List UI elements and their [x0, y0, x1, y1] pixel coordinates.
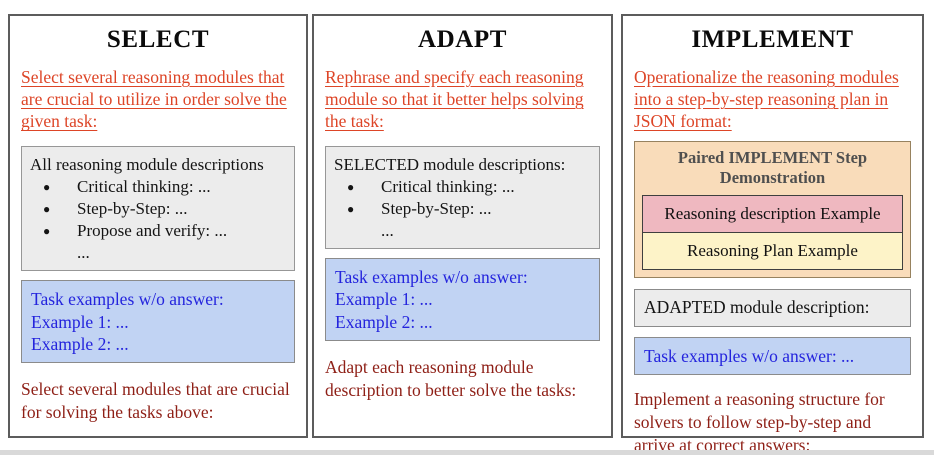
demo-box-title: Paired IMPLEMENT Step Demonstration: [677, 147, 868, 188]
panel-implement: IMPLEMENT Operationalize the reasoning m…: [621, 14, 924, 455]
task-box-line: Example 2: ...: [335, 311, 433, 332]
task-box-line: Example 1: ...: [31, 311, 129, 332]
task-box-line: Task examples w/o answer:: [335, 267, 528, 288]
task-box-line: Task examples w/o answer:: [31, 289, 224, 310]
adapt-footer-note: Adapt each reasoning module description …: [325, 357, 577, 400]
module-bullet-label: Critical thinking: ...: [381, 176, 515, 196]
bullet-icon: ●: [43, 201, 51, 216]
panel-select: SELECT Select several reasoning modules …: [8, 14, 308, 438]
reasoning-description-example-box: Reasoning description Example: [642, 194, 903, 233]
adapt-task-examples-box: Task examples w/o answer: Example 1: ...…: [325, 258, 600, 342]
task-box-line: Example 1: ...: [335, 289, 433, 310]
module-bullet-label: Propose and verify: ...: [77, 220, 228, 240]
bullet-icon: ●: [43, 223, 51, 238]
module-bullet-item: ● Step-by-Step: ...: [30, 198, 286, 220]
adapt-modules-box-title: SELECTED module descriptions:: [334, 154, 566, 174]
module-bullet-label: Critical thinking: ...: [77, 176, 211, 196]
select-instruction-text: Select several reasoning modules that ar…: [21, 67, 287, 132]
select-task-examples-box: Task examples w/o answer: Example 1: ...…: [21, 280, 295, 364]
module-bullet-item: ● Step-by-Step: ...: [334, 198, 591, 220]
window-bottom-edge: [0, 450, 934, 455]
select-modules-box-title: All reasoning module descriptions: [30, 154, 264, 174]
module-bullet-item: ● Critical thinking: ...: [30, 176, 286, 198]
modules-ellipsis: ...: [77, 243, 90, 263]
task-box-line: Example 2: ...: [31, 333, 129, 354]
paired-implement-demo-box: Paired IMPLEMENT Step Demonstration Reas…: [634, 140, 911, 278]
select-footer-note: Select several modules that are crucial …: [21, 379, 290, 423]
panel-adapt-title: ADAPT: [417, 26, 508, 53]
module-bullet-item: ● Propose and verify: ...: [30, 220, 286, 242]
panel-select-title: SELECT: [106, 26, 210, 53]
panel-adapt: ADAPT Rephrase and specify each reasonin…: [312, 14, 613, 438]
bullet-icon: ●: [347, 179, 355, 194]
panel-implement-title: IMPLEMENT: [691, 26, 854, 53]
modules-ellipsis: ...: [381, 220, 394, 240]
implement-task-examples-box: Task examples w/o answer: ...: [634, 336, 911, 376]
implement-instruction-text: Operationalize the reasoning modules int…: [634, 67, 899, 132]
select-modules-box: All reasoning module descriptions ● Crit…: [21, 145, 295, 272]
adapt-modules-box: SELECTED module descriptions: ● Critical…: [325, 145, 600, 250]
adapted-module-description-box: ADAPTED module description:: [634, 288, 911, 327]
module-bullet-label: Step-by-Step: ...: [381, 198, 492, 218]
module-bullet-item: ● Critical thinking: ...: [334, 176, 591, 198]
bullet-icon: ●: [43, 179, 51, 194]
bullet-icon: ●: [347, 201, 355, 216]
module-bullet-label: Step-by-Step: ...: [77, 198, 188, 218]
adapt-instruction-text: Rephrase and specify each reasoning modu…: [325, 67, 584, 132]
implement-footer-note: Implement a reasoning structure for solv…: [634, 389, 885, 455]
reasoning-plan-example-box: Reasoning Plan Example: [642, 232, 903, 270]
